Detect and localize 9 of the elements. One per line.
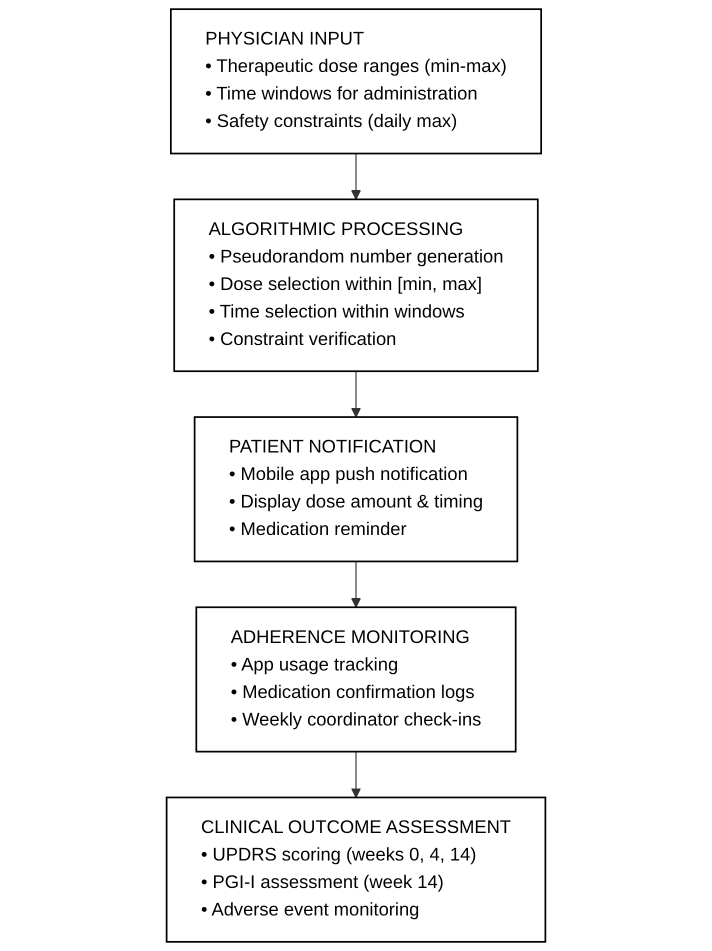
node-box: ADHERENCE MONITORING • App usage tracking • Medication confirmation logs • Weekly coordinator check-ins [195, 606, 517, 752]
node-box: CLINICAL OUTCOME ASSESSMENT • UPDRS scoring (weeks 0, 4, 14) • PGI-I assessment (week 14) • Adverse event monitoring [166, 796, 546, 943]
arrow [350, 561, 362, 608]
arrow [350, 752, 362, 798]
arrow [350, 371, 362, 418]
node-box: ALGORITHMIC PROCESSING • Pseudorandom number generation • Dose selection within [min, max] • Time selection within windows • Constraint verification [173, 198, 539, 372]
node-box: PHYSICIAN INPUT • Therapeutic dose ranges (min-max) • Time windows for administration • Safety constraints (daily max) [170, 8, 542, 154]
arrow [350, 154, 362, 200]
node-box: PATIENT NOTIFICATION • Mobile app push notification • Display dose amount & timing • Medication reminder [194, 416, 518, 562]
